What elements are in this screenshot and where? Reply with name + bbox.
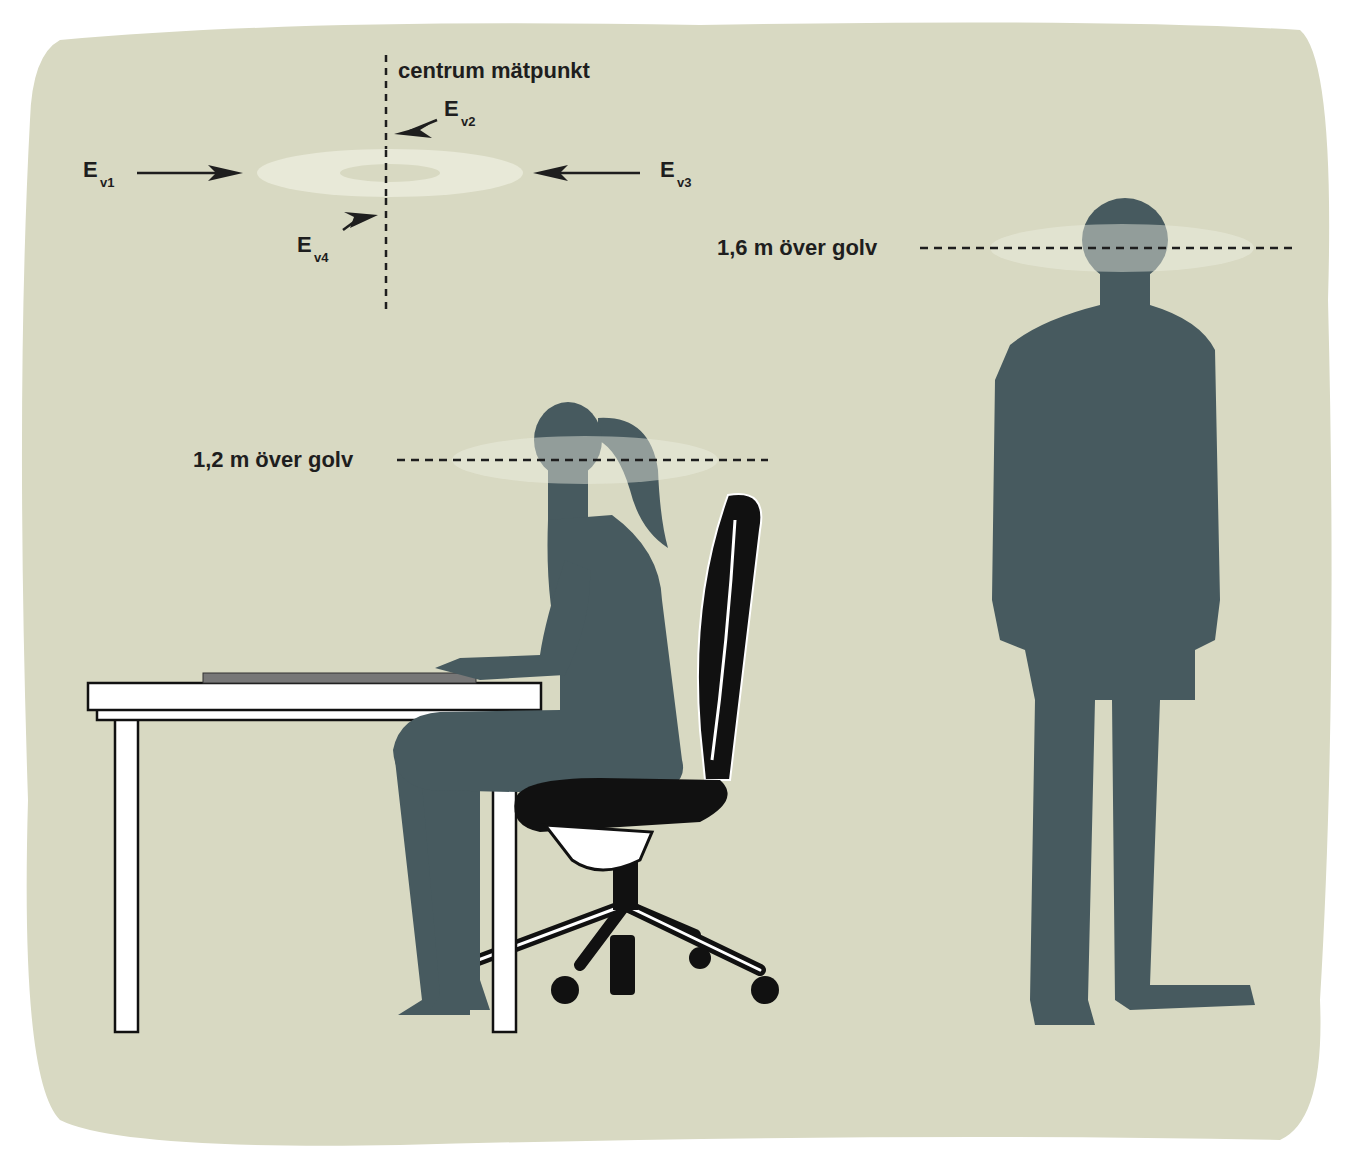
height-label: 1,2 m över golv — [193, 449, 353, 471]
measure-ellipse — [257, 149, 523, 197]
subscript-label: v1 — [100, 176, 114, 189]
heading-label: centrum mätpunkt — [398, 60, 590, 82]
symbol-label: E — [444, 98, 459, 120]
symbol-label: E — [660, 159, 675, 181]
subscript-label: v2 — [461, 115, 475, 128]
chair-seat — [514, 778, 727, 870]
subscript-label: v3 — [677, 176, 691, 189]
measure-ellipse-inner — [340, 164, 440, 182]
symbol-label: E — [297, 234, 312, 256]
seated-person — [393, 402, 683, 1015]
height-dashed-line — [920, 247, 1292, 250]
symbol-label: E — [83, 159, 98, 181]
background-blob — [22, 22, 1332, 1145]
center-dashed-line — [385, 150, 388, 200]
standing-person — [992, 198, 1255, 1025]
height-label: 1,6 m över golv — [717, 237, 877, 259]
keyboard — [203, 673, 476, 683]
arrows — [137, 120, 640, 230]
height-dashed-line — [397, 459, 768, 462]
subscript-label: v4 — [314, 251, 328, 264]
